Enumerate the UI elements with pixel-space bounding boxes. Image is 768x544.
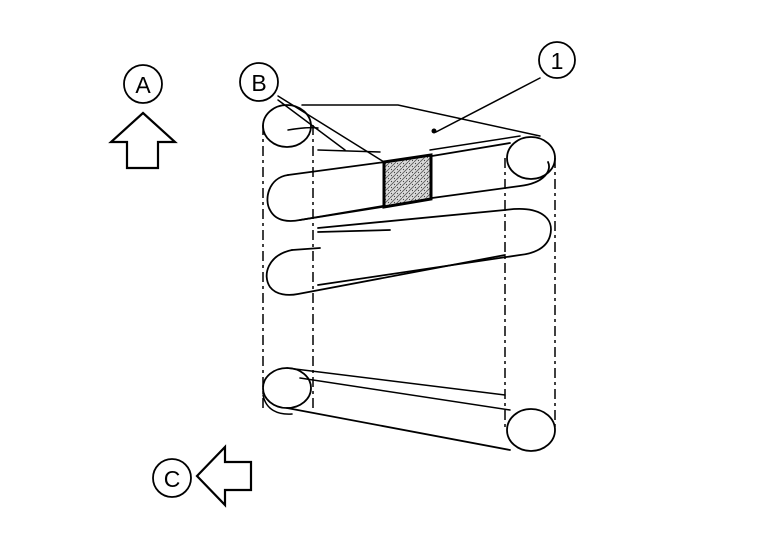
- direction-arrow-left-icon: [195, 444, 253, 508]
- leader-lines: [277, 77, 541, 163]
- callout-1: 1: [538, 41, 576, 79]
- callout-c-label: C: [164, 466, 181, 492]
- direction-arrow-up-icon: [108, 111, 178, 170]
- callout-b-label: B: [251, 70, 266, 96]
- callout-1-label: 1: [551, 48, 564, 74]
- marker-b-patch: [382, 153, 433, 209]
- callout-a: A: [123, 64, 163, 104]
- callout-b: B: [239, 62, 279, 102]
- coil-loops: [262, 104, 556, 452]
- callout-c: C: [152, 458, 192, 498]
- right-coil-rails: [504, 158, 556, 430]
- left-coil-rails: [262, 125, 314, 408]
- callout-a-label: A: [135, 72, 151, 98]
- top-seat-outline: [287, 104, 541, 153]
